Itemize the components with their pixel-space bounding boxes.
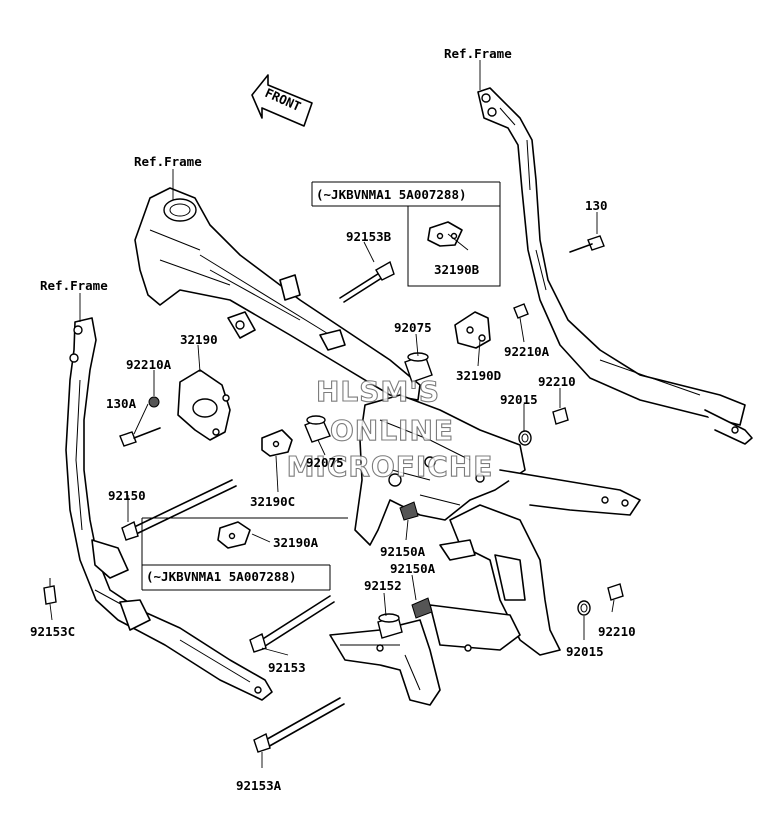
bolt-92150 (121, 479, 237, 541)
label-32190B: 32190B (434, 262, 480, 277)
label-92153B: 92153B (346, 229, 392, 244)
label-32190: 32190 (180, 332, 218, 347)
left-frame-tube (65, 317, 273, 701)
nut-92210-bottom (607, 583, 624, 601)
label-92153C: 92153C (30, 624, 75, 639)
svg-text:MICROFICHE: MICROFICHE (287, 450, 494, 483)
bolt-92153C (43, 578, 57, 605)
bracket-32190D (454, 311, 491, 349)
svg-text:ONLINE: ONLINE (330, 414, 454, 447)
label-130A: 130A (106, 396, 137, 411)
bracket-32190C (261, 429, 293, 457)
bracket-32190 (177, 369, 231, 441)
bolt-92153 (249, 595, 335, 653)
ref-frame-label-top-left: Ref.Frame (134, 154, 202, 169)
label-92015-bottom: 92015 (566, 644, 604, 659)
ref-frame-label-left: Ref.Frame (40, 278, 108, 293)
serial-note-2: (~JKBVNMA1 5A007288) (146, 569, 297, 584)
label-92153: 92153 (268, 660, 306, 675)
label-92075-mid: 92075 (306, 455, 344, 470)
label-92210-bottom: 92210 (598, 624, 636, 639)
bolt-130A (119, 427, 161, 447)
damper-92075-top (404, 352, 433, 383)
right-frame-tube (477, 87, 753, 445)
washer-92015-top (518, 430, 532, 446)
serial-note-1: (~JKBVNMA1 5A007288) (316, 187, 467, 202)
spacer-92152 (377, 613, 403, 639)
bolt-92153B (339, 260, 395, 303)
label-92210A-left: 92210A (126, 357, 172, 372)
label-32190C: 32190C (250, 494, 295, 509)
label-92150A-2: 92150A (390, 561, 436, 576)
label-130: 130 (585, 198, 608, 213)
label-92153A: 92153A (236, 778, 282, 793)
leader-lines (49, 60, 615, 768)
bracket-32190A (217, 521, 251, 549)
front-arrow: FRONT (251, 74, 313, 127)
watermark: HLSM'S ONLINE MICROFICHE (286, 374, 494, 483)
washer-92015-bottom (577, 600, 591, 616)
label-92015-top: 92015 (500, 392, 538, 407)
label-92150: 92150 (108, 488, 146, 503)
engine-mount-crossmember (354, 394, 641, 546)
label-92210-top: 92210 (538, 374, 576, 389)
collar-92150A-2 (411, 597, 433, 619)
collar-92150A-1 (399, 501, 419, 521)
bolt-130 (569, 235, 605, 253)
ref-frame-label-top-right: Ref.Frame (444, 46, 512, 61)
label-32190D: 32190D (456, 368, 501, 383)
nut-92210-top (552, 407, 569, 425)
label-32190A: 32190A (273, 535, 319, 550)
bolt-92153A (253, 697, 345, 753)
label-92075-top: 92075 (394, 320, 432, 335)
label-92150A-1: 92150A (380, 544, 426, 559)
nut-92210A-left (148, 396, 160, 408)
svg-text:HLSM'S: HLSM'S (316, 375, 440, 408)
label-92152: 92152 (364, 578, 402, 593)
serial-note-box-2 (141, 517, 348, 591)
bracket-32190B (427, 221, 463, 247)
nut-92210A-right (513, 303, 529, 319)
lower-rear-frame (329, 504, 561, 706)
serial-note-box-1 (311, 181, 501, 287)
damper-92075-mid (304, 415, 331, 443)
main-backbone (134, 187, 421, 401)
label-92210A-right: 92210A (504, 344, 550, 359)
